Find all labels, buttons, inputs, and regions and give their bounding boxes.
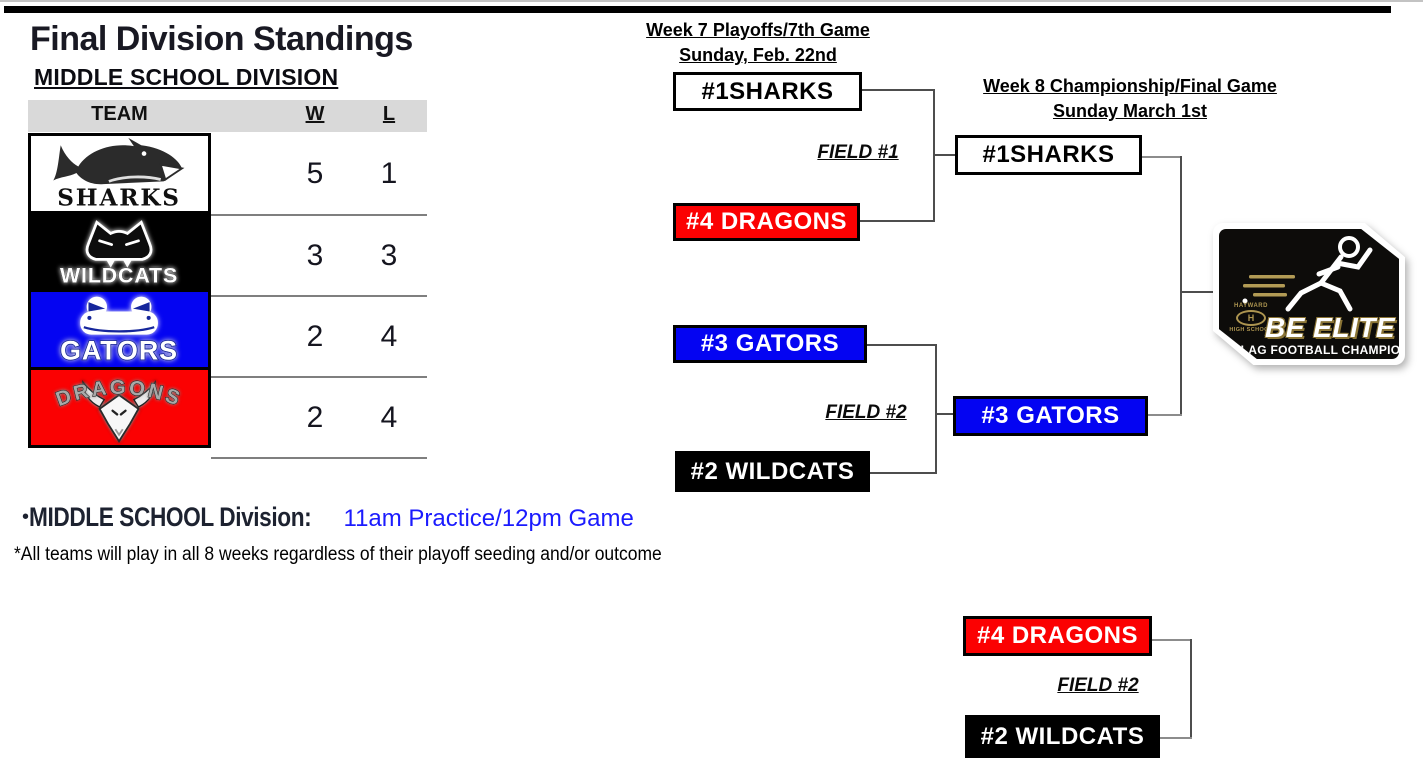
division-label: MIDDLE SCHOOL Division: [29,502,312,532]
column-header-wins: W [305,103,325,125]
gators-losses: 4 [380,320,398,353]
footnote: *All teams will play in all 8 weeks rega… [14,544,662,565]
bracket-line [935,413,953,415]
sharks-logo-icon: SHARKS [53,137,185,211]
bracket-line [1148,414,1182,416]
bracket-line [935,344,937,474]
bracket-line [1142,156,1182,158]
seed4-dragons-box: #4 DRAGONS [673,203,860,241]
bracket-line [1160,737,1192,739]
row-divider [211,295,427,297]
page-title: Final Division Standings [30,20,413,58]
bracket-line [1152,639,1192,641]
week8-heading: Week 8 Championship/Final Game [983,76,1277,96]
division-time: 11am Practice/12pm Game [343,505,634,532]
gators-logo-cell: GATORS [28,289,211,370]
sharks-logo-text: SHARKS [57,184,181,211]
column-header-losses: L [382,103,396,125]
badge-title: BE ELITE [1265,312,1396,343]
gators-logo-text: GATORS [60,336,178,366]
sharks-wins: 5 [306,157,324,190]
semifinal1-winner-box: #1SHARKS [955,135,1142,175]
badge-panel: HAYWARD H HIGH SCHOOL BE ELITE FLAG FOOT… [1219,229,1399,359]
football-icon: H [1236,310,1266,326]
field2-label: FIELD #2 [825,402,907,423]
week8-date: Sunday March 1st [1052,101,1208,121]
row-divider [211,457,427,459]
top-divider-bar [4,6,1391,13]
bracket-line [933,154,955,156]
team-logo-column: SHARKS WILDCATS [28,133,211,448]
table-header-row [28,100,427,132]
sharks-logo-cell: SHARKS [28,133,211,214]
page-subtitle: MIDDLE SCHOOL DIVISION [34,64,339,90]
bracket-line [1190,639,1192,739]
semifinal2-winner-box: #3 GATORS [953,396,1148,436]
consolation-field-label: FIELD #2 [1057,675,1139,696]
sharks-losses: 1 [380,157,398,190]
bracket-line [867,344,937,346]
footnote-wrap: *All teams will play in all 8 weeks rega… [14,544,718,566]
bracket-line [862,89,935,91]
consolation-dragons-box: #4 DRAGONS [963,616,1152,656]
badge-subtitle: FLAG FOOTBALL CHAMPIONS [1233,343,1418,357]
dragons-logo-cell: DRAGONS [28,367,211,448]
top-hairline [0,0,1423,2]
row-divider [211,214,427,216]
runner-icon [1242,236,1373,312]
gators-logo-icon: GATORS [59,296,178,367]
week7-heading: Week 7 Playoffs/7th Game [646,20,870,40]
wildcats-losses: 3 [380,239,398,272]
dragons-losses: 4 [380,401,398,434]
dragons-logo-icon: DRAGONS [53,377,183,444]
school-type: HIGH SCHOOL [1229,327,1273,333]
bullet: • [22,506,30,528]
wildcats-logo-cell: WILDCATS [28,211,211,292]
gators-wins: 2 [306,320,324,353]
wildcats-logo-icon: WILDCATS [60,220,178,288]
school-crest: HAYWARD H HIGH SCHOOL [1229,303,1273,333]
bracket-line [860,220,935,222]
field1-label: FIELD #1 [817,142,899,163]
seed2-wildcats-box: #2 WILDCATS [675,451,870,492]
division-info: •MIDDLE SCHOOL Division: 11am Practice/1… [22,502,634,533]
school-name: HAYWARD [1234,303,1268,309]
seed3-gators-box: #3 GATORS [673,325,867,363]
wildcats-logo-text: WILDCATS [60,264,178,288]
bracket-line [1180,156,1182,416]
column-header-team: TEAM [91,103,148,125]
week7-date: Sunday, Feb. 22nd [679,45,837,65]
row-divider [211,376,427,378]
seed1-sharks-box: #1SHARKS [673,72,862,111]
dragons-wins: 2 [306,401,324,434]
wildcats-wins: 3 [306,239,324,272]
consolation-wildcats-box: #2 WILDCATS [965,715,1160,758]
bracket-line [870,472,937,474]
champion-badge: HAYWARD H HIGH SCHOOL BE ELITE FLAG FOOT… [1213,223,1405,365]
bracket-line [1180,291,1213,293]
